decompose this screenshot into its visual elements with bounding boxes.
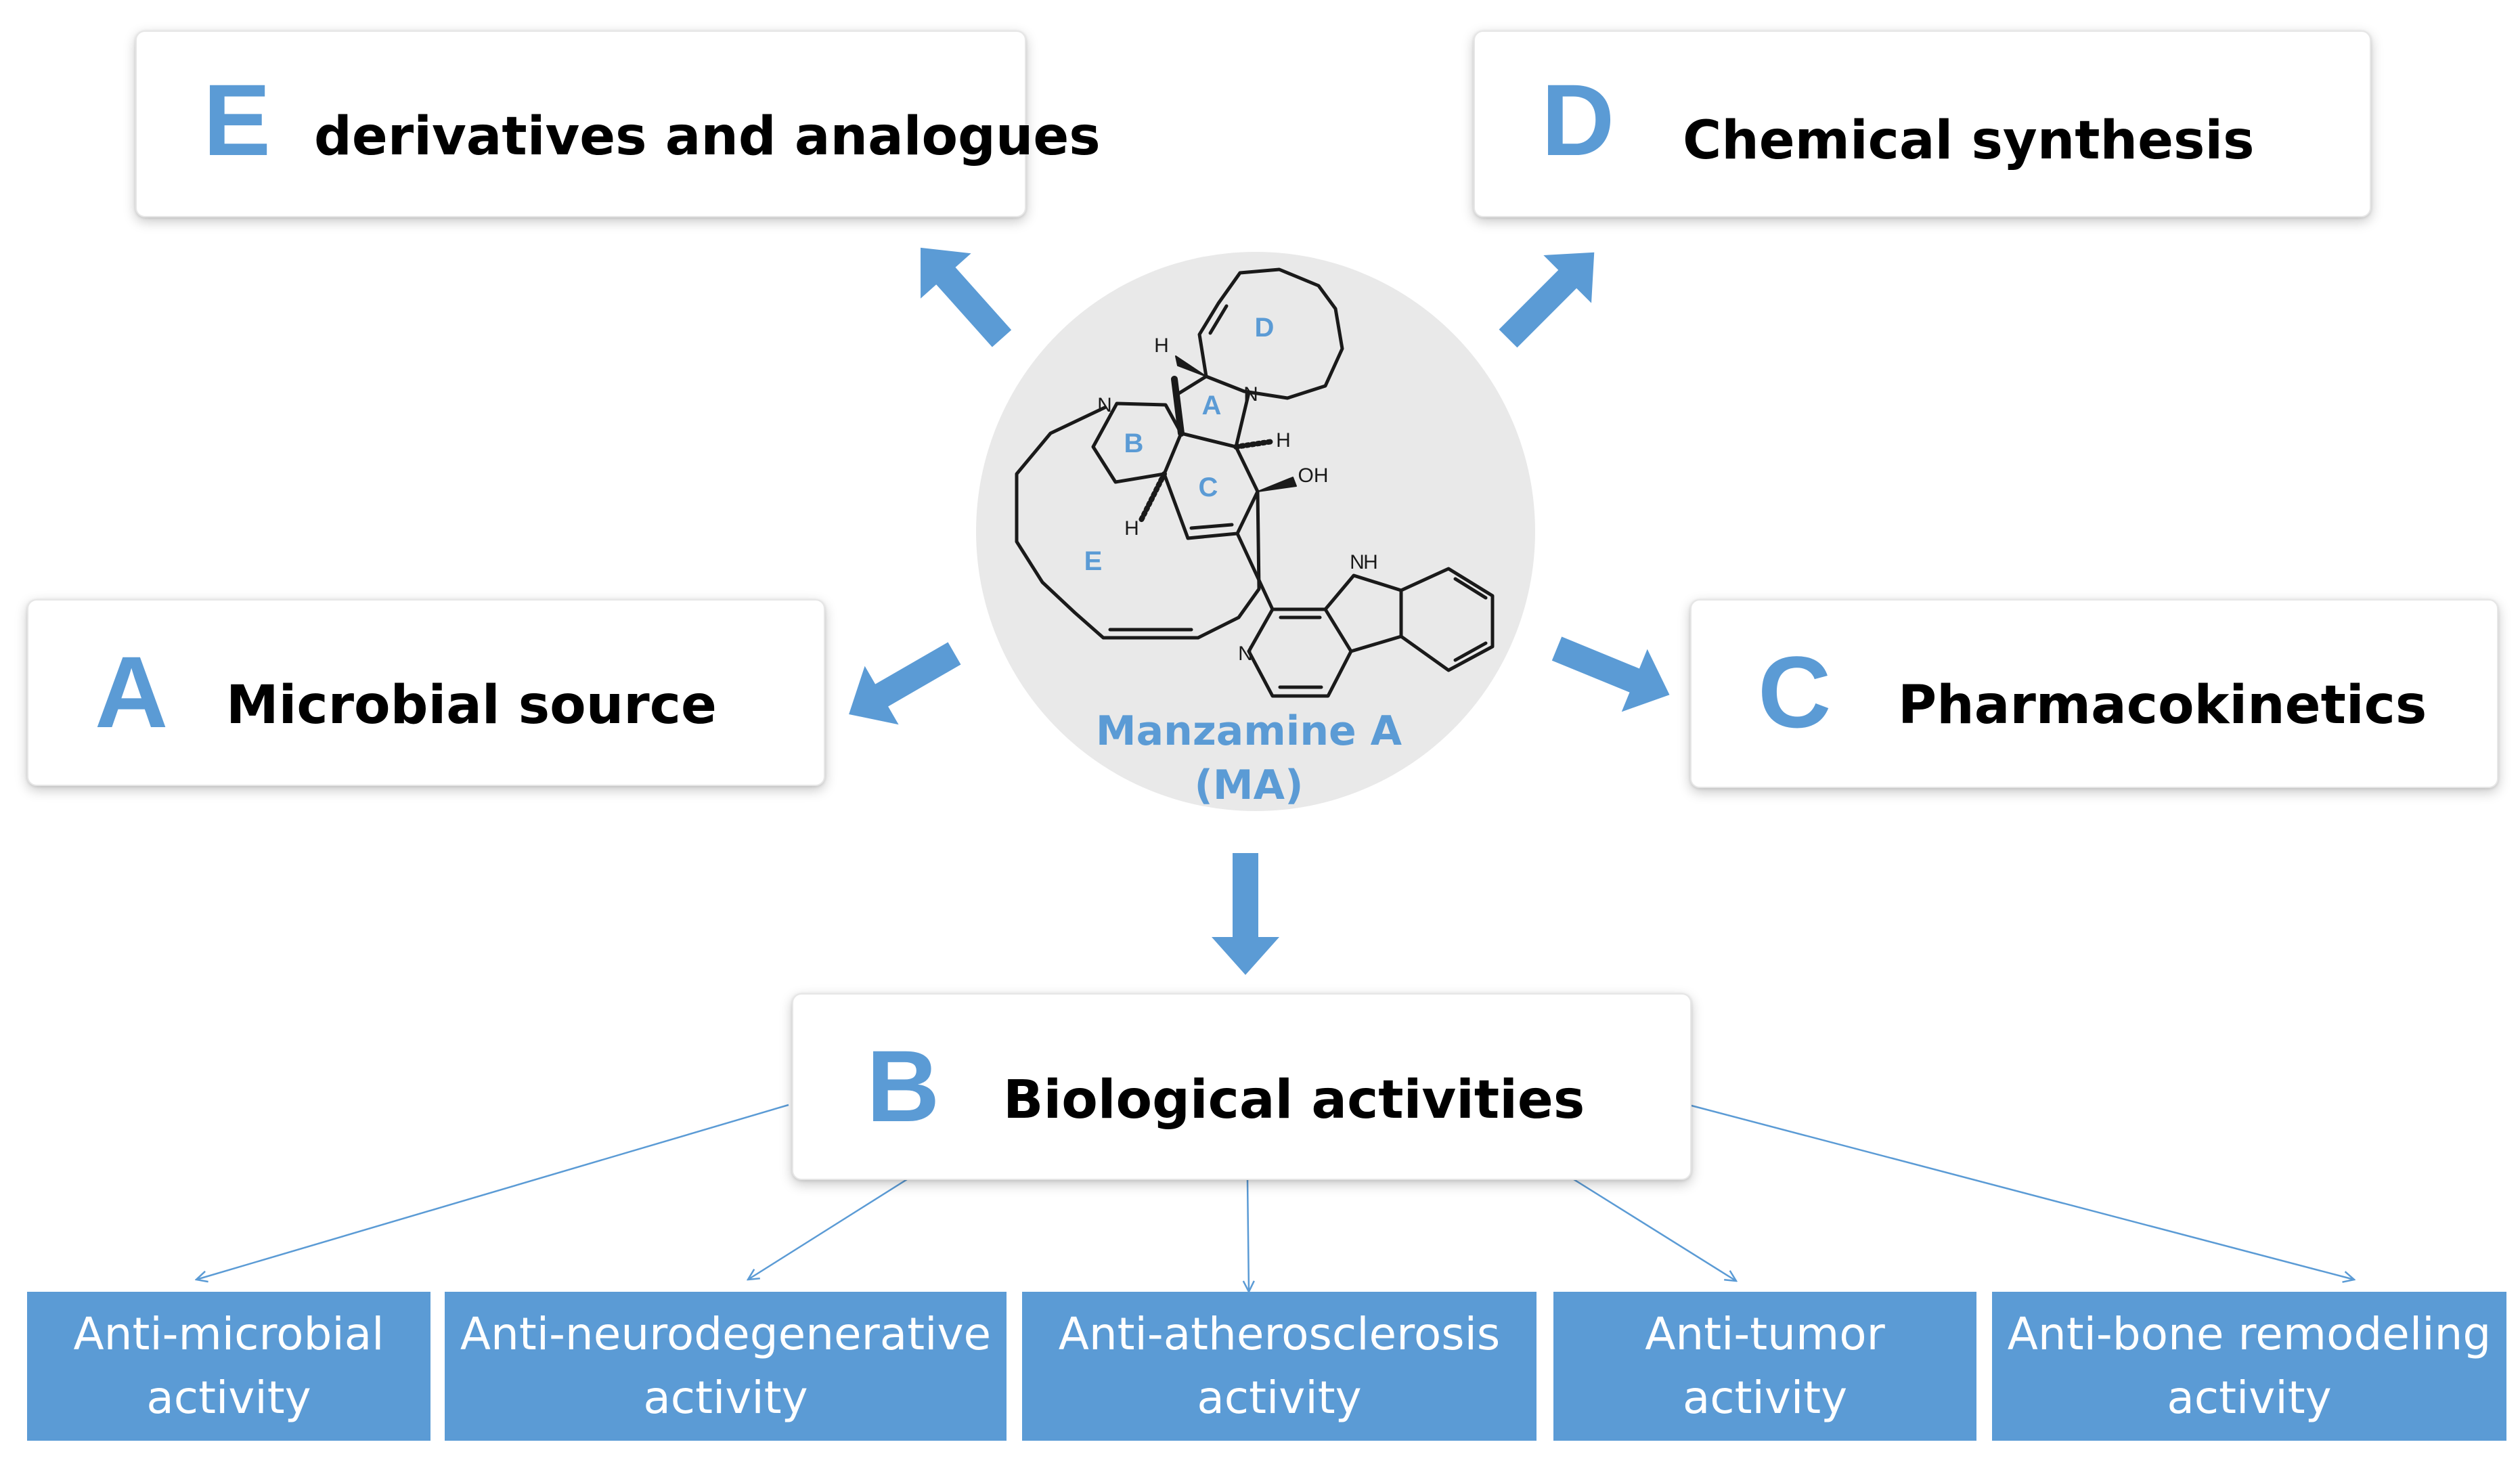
section-letter-a: A (95, 635, 169, 749)
connector-anti-microbial (196, 1104, 789, 1280)
section-title-d: Chemical synthesis (1683, 110, 2255, 171)
section-box-b: B Biological activities (792, 993, 1692, 1180)
activity-anti-tumor: Anti-tumor activity (1553, 1292, 1976, 1441)
atom-label-n-b: N (1097, 394, 1112, 416)
section-letter-b: B (866, 1029, 940, 1143)
section-box-c: C Pharmacokinetics (1690, 599, 2498, 788)
section-title-a: Microbial source (226, 675, 717, 736)
activity-anti-neurodegenerative-line2: activity (643, 1372, 808, 1424)
activity-anti-tumor-line1: Anti-tumor (1645, 1308, 1885, 1361)
arrow-to-d (1499, 252, 1595, 348)
compound-abbreviation: (MA) (1195, 762, 1304, 809)
connector-anti-atherosclerosis (1247, 1179, 1249, 1292)
section-title-b: Biological activities (1003, 1070, 1585, 1131)
connector-anti-bone-remodeling (1688, 1104, 2354, 1280)
structure-ring-labels: C B A D E (1084, 313, 1275, 576)
atom-label-n-pyridine: N (1238, 643, 1253, 665)
ring-label-e: E (1084, 546, 1103, 576)
structure-atom-labels: N N N N H OH H H H (1097, 334, 1378, 665)
activity-anti-atherosclerosis-line2: activity (1197, 1372, 1362, 1424)
activity-anti-microbial-line1: Anti-microbial (73, 1308, 384, 1361)
ring-label-d: D (1255, 313, 1275, 343)
ring-label-a: C (1199, 473, 1218, 502)
activity-anti-bone-remodeling: Anti-bone remodeling activity (1992, 1292, 2506, 1441)
arrow-to-b (1212, 853, 1279, 975)
section-box-e: E derivatives and analogues (135, 30, 1101, 217)
connector-anti-tumor (1573, 1178, 1736, 1281)
arrow-to-c (1551, 636, 1670, 712)
connector-anti-neurodegenerative (748, 1178, 908, 1280)
atom-label-n-c: N (1243, 383, 1258, 406)
activity-connectors (196, 1104, 2354, 1292)
activity-anti-microbial-line2: activity (146, 1372, 311, 1424)
section-letter-d: D (1541, 63, 1615, 177)
atom-label-h-nh: H (1363, 551, 1378, 573)
atom-label-h-right: H (1276, 429, 1291, 452)
atom-label-h-top: H (1154, 334, 1169, 357)
section-letter-c: C (1758, 635, 1832, 749)
activity-anti-bone-remodeling-line1: Anti-bone remodeling (2007, 1308, 2492, 1361)
arrow-to-e (921, 247, 1012, 347)
center-circle (976, 252, 1535, 811)
activity-anti-atherosclerosis-line1: Anti-atherosclerosis (1058, 1308, 1501, 1361)
atom-label-h-left: H (1124, 517, 1139, 540)
compound-name: Manzamine A (1096, 707, 1402, 755)
section-box-d: D Chemical synthesis (1474, 30, 2371, 217)
atom-label-nh: N (1350, 551, 1365, 573)
section-box-a: A Microbial source (27, 599, 825, 786)
activity-anti-neurodegenerative: Anti-neurodegenerative activity (445, 1292, 1007, 1441)
activity-anti-bone-remodeling-line2: activity (2167, 1372, 2332, 1424)
activity-anti-tumor-line2: activity (1682, 1372, 1848, 1424)
atom-label-oh: OH (1298, 464, 1329, 487)
activity-anti-atherosclerosis: Anti-atherosclerosis activity (1022, 1292, 1537, 1441)
manzamine-structure (1015, 267, 1495, 698)
ring-label-b: B (1124, 429, 1144, 458)
section-letter-e: E (203, 63, 271, 177)
section-title-e: derivatives and analogues (314, 106, 1101, 167)
section-title-c: Pharmacokinetics (1898, 675, 2427, 736)
activity-anti-neurodegenerative-line1: Anti-neurodegenerative (460, 1308, 992, 1361)
arrow-to-a (849, 642, 961, 725)
activity-anti-microbial: Anti-microbial activity (27, 1292, 430, 1441)
ring-label-c: A (1202, 391, 1222, 420)
